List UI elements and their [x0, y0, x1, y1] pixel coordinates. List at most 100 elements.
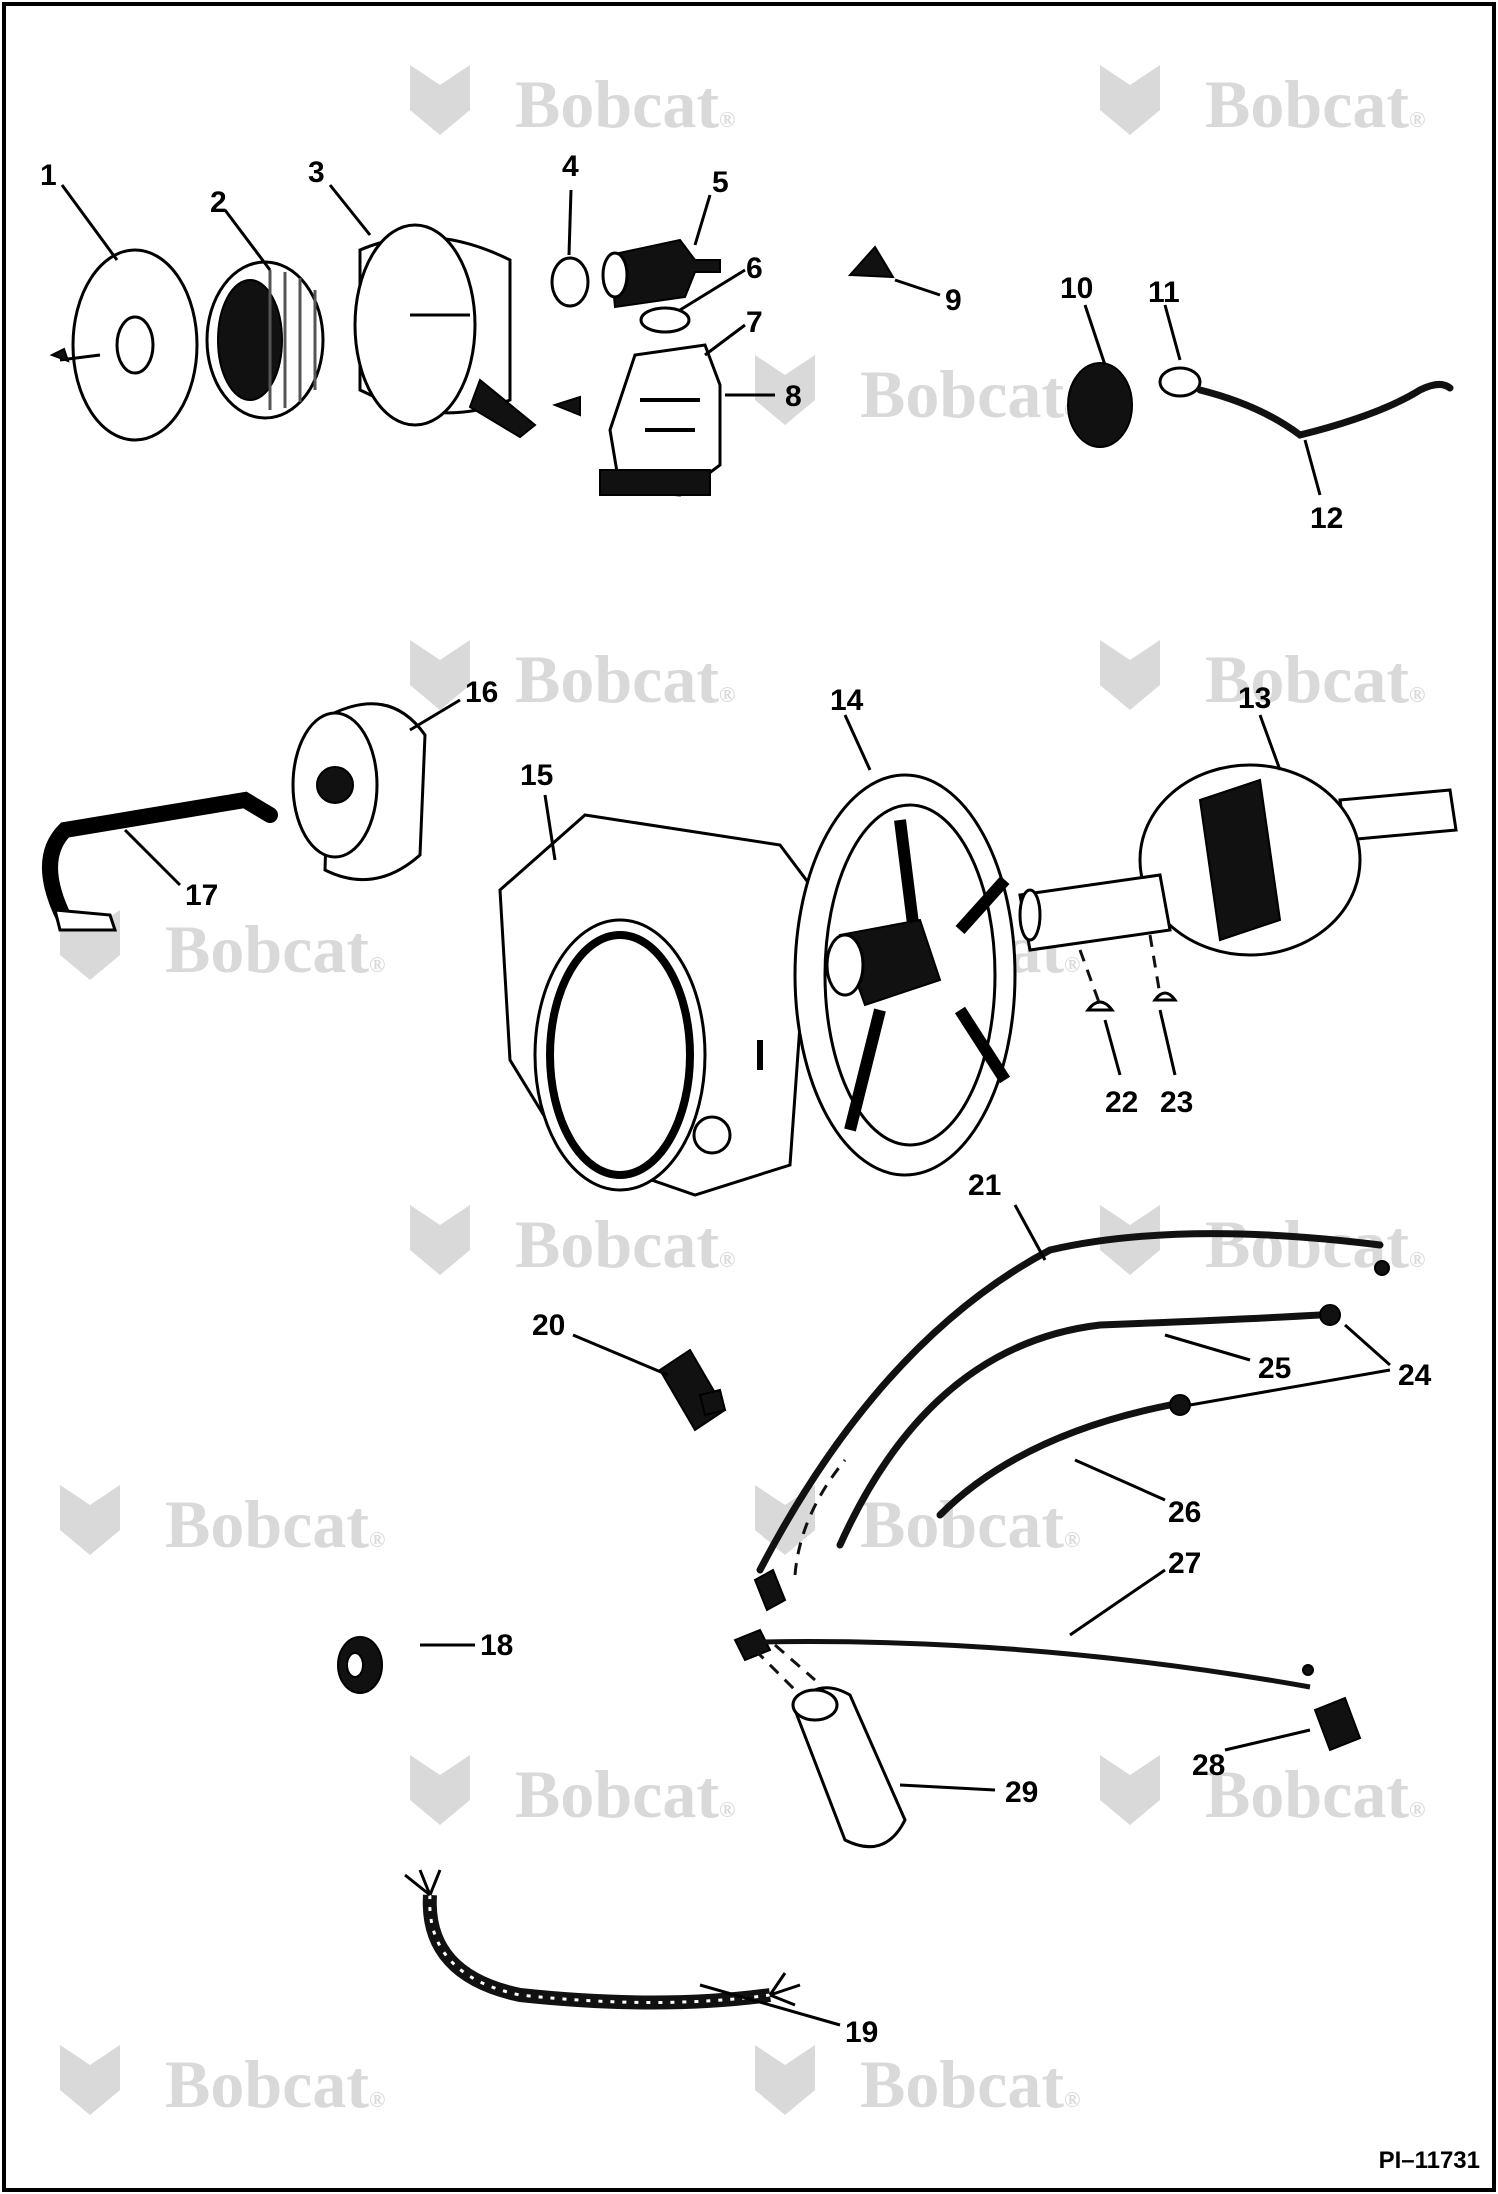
watermark-text: Bobcat® [515, 1206, 735, 1282]
part-1-drawing [49, 248, 199, 442]
callout-13: 13 [1238, 682, 1271, 715]
watermark-text: Bobcat® [860, 356, 1080, 432]
callout-14: 14 [830, 684, 864, 717]
part-23-drawing [1152, 991, 1178, 1002]
part-14-drawing [793, 773, 1017, 1177]
watermark-logo: Bobcat® [60, 1485, 385, 1562]
bobcat-head-icon [410, 1205, 470, 1275]
bobcat-head-icon [410, 65, 470, 135]
callout-1: 1 [40, 159, 57, 192]
callout-27: 27 [1168, 1547, 1201, 1580]
watermark-registered-mark: ® [719, 682, 735, 707]
part-13-drawing [1018, 763, 1458, 957]
callout-25: 25 [1258, 1352, 1291, 1385]
part-10-drawing [1067, 362, 1133, 448]
part-17-drawing [42, 791, 278, 928]
part-4-drawing [550, 256, 590, 308]
part-17-gasket [53, 908, 118, 932]
part-25-drawing [836, 1311, 1324, 1549]
part-26-drawing [936, 1401, 1174, 1519]
watermark-registered-mark: ® [1409, 1247, 1425, 1272]
callout-29: 29 [1005, 1776, 1038, 1809]
watermark-registered-mark: ® [1064, 1527, 1080, 1552]
callout-9: 9 [945, 284, 962, 317]
part-24-drawing-a [1319, 1304, 1341, 1326]
watermark-text: Bobcat® [1205, 1756, 1425, 1832]
callout-18: 18 [480, 1629, 513, 1662]
part-15-drawing [498, 813, 812, 1197]
watermark-text: Bobcat® [165, 1486, 385, 1562]
part-18-drawing [337, 1636, 383, 1694]
watermark-text: Bobcat® [1205, 641, 1425, 717]
part-29-drawing [791, 1686, 907, 1849]
watermark-registered-mark: ® [719, 107, 735, 132]
part-3-drawing [353, 223, 537, 439]
callout-28: 28 [1192, 1749, 1225, 1782]
callout-22: 22 [1105, 1086, 1138, 1119]
callout-26: 26 [1168, 1496, 1201, 1529]
watermark-registered-mark: ® [369, 1527, 385, 1552]
callout-16: 16 [465, 676, 498, 709]
callout-17: 17 [185, 879, 218, 912]
watermark-text: Bobcat® [1205, 1206, 1425, 1282]
part-9-drawing [847, 245, 895, 279]
bobcat-head-icon [60, 2045, 120, 2115]
callout-20: 20 [532, 1309, 565, 1342]
watermark-registered-mark: ® [1409, 107, 1425, 132]
watermark-logo: Bobcat® [410, 65, 735, 142]
bobcat-head-icon [1100, 640, 1160, 710]
callout-12: 12 [1310, 502, 1343, 535]
watermark-logo: Bobcat® [410, 640, 735, 717]
watermark-registered-mark: ® [1064, 2087, 1080, 2112]
watermark-logo: Bobcat® [755, 2045, 1080, 2122]
callout-11: 11 [1148, 276, 1180, 309]
callout-23: 23 [1160, 1086, 1193, 1119]
callout-15: 15 [520, 759, 553, 792]
watermark-text: Bobcat® [515, 66, 735, 142]
watermark-text: Bobcat® [860, 2046, 1080, 2122]
callout-7: 7 [746, 306, 763, 339]
part-12-drawing [1196, 381, 1454, 439]
callout-4: 4 [562, 150, 579, 183]
bobcat-head-icon [755, 2045, 815, 2115]
watermark-text: Bobcat® [860, 1486, 1080, 1562]
part-22-drawing [1084, 1000, 1116, 1012]
watermark-layer: Bobcat® Bobcat® Bobcat® Bobcat® Bobcat® Bobca… [60, 65, 1425, 2122]
watermark-registered-mark: ® [1064, 952, 1080, 977]
callout-3: 3 [308, 156, 325, 189]
watermark-registered-mark: ® [1409, 1797, 1425, 1822]
part-2-drawing [205, 260, 325, 420]
bobcat-head-icon [1100, 1755, 1160, 1825]
part-20-drawing [658, 1348, 727, 1432]
callout-21: 21 [968, 1169, 1001, 1202]
watermark-registered-mark: ® [369, 2087, 385, 2112]
part-5-drawing [601, 238, 721, 309]
watermark-logo: Bobcat® [1100, 65, 1425, 142]
bobcat-head-icon [1100, 65, 1160, 135]
watermark-logo: Bobcat® [60, 2045, 385, 2122]
callout-8: 8 [785, 380, 802, 413]
watermark-logo: Bobcat® [410, 1755, 735, 1832]
document-id: PI–11731 [1379, 2147, 1480, 2174]
part-28-drawing [1313, 1696, 1362, 1752]
watermark-text: Bobcat® [515, 1756, 735, 1832]
watermark-registered-mark: ® [369, 952, 385, 977]
watermark-text: Bobcat® [515, 641, 735, 717]
part-11-drawing [1158, 366, 1202, 398]
watermark-logo: Bobcat® [1100, 640, 1425, 717]
bobcat-head-icon [410, 640, 470, 710]
bobcat-head-icon [410, 1755, 470, 1825]
part-6-drawing [639, 306, 691, 334]
part-24-drawing-b [1169, 1394, 1191, 1416]
watermark-registered-mark: ® [719, 1247, 735, 1272]
part-27-drawing [759, 1639, 1311, 1690]
callout-19: 19 [845, 2016, 878, 2049]
callout-5: 5 [712, 166, 729, 199]
part-19-drawing [404, 1869, 801, 2010]
callout-24: 24 [1398, 1359, 1432, 1392]
watermark-text: Bobcat® [165, 2046, 385, 2122]
bobcat-head-icon [755, 355, 815, 425]
watermark-logo: Bobcat® [755, 1485, 1080, 1562]
bobcat-head-icon [60, 1485, 120, 1555]
